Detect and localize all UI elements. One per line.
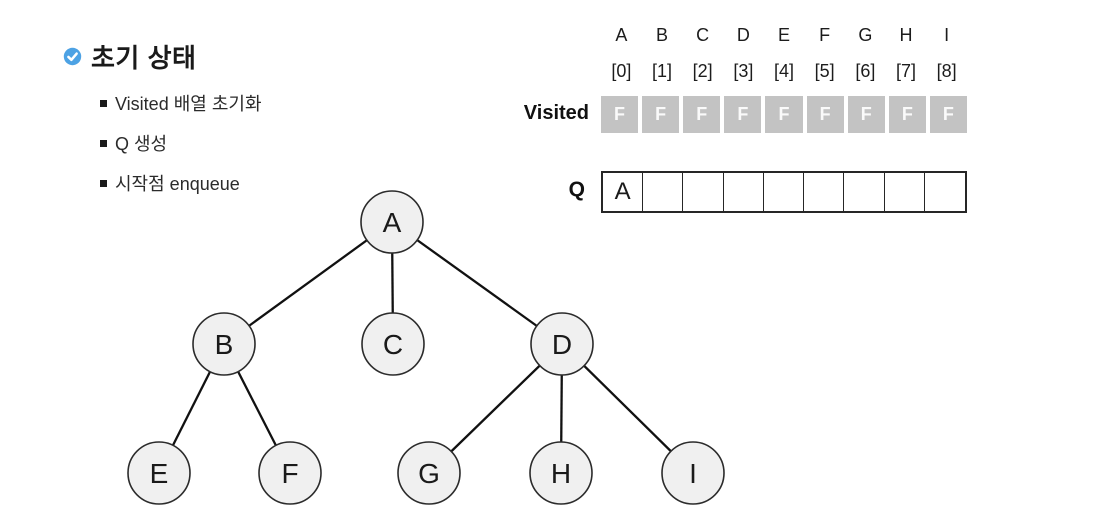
node-letter: F [819, 25, 831, 45]
array-index: [6] [855, 61, 876, 81]
tree-node-label: H [551, 458, 571, 489]
tree-node-g: G [397, 441, 461, 505]
tree-node-label: D [552, 329, 572, 360]
visited-cell: F [683, 96, 721, 133]
tree-node-label: I [689, 458, 697, 489]
visited-cell: F [642, 96, 680, 133]
queue-cell [643, 173, 684, 211]
tree-node-i: I [661, 441, 725, 505]
bullet-item: Q 생성 [100, 123, 262, 163]
queue-cell [724, 173, 764, 211]
array-index: [2] [692, 61, 713, 81]
tree-node-d: D [530, 312, 594, 376]
tree-node-label: B [215, 329, 234, 360]
node-letters-row: A B C D E F G H I [601, 25, 967, 45]
visited-cell: F [765, 96, 803, 133]
node-letter: G [858, 25, 873, 45]
queue-cell [683, 173, 724, 211]
visited-cell: F [601, 96, 639, 133]
tree-node-label: C [383, 329, 403, 360]
visited-cell: F [806, 96, 844, 133]
array-index: [4] [773, 61, 794, 81]
node-letter: A [615, 25, 628, 45]
node-letter: H [899, 25, 913, 45]
bullet-text: Visited 배열 초기화 [115, 94, 262, 114]
bullet-marker-icon [100, 179, 107, 187]
bullet-marker-icon [100, 139, 107, 147]
tree-node-circle [661, 441, 725, 505]
array-index: [1] [651, 61, 672, 81]
visited-cell: F [929, 96, 967, 133]
tree-node-label: G [418, 458, 440, 489]
tree-node-e: E [127, 441, 191, 505]
node-letter: B [655, 25, 668, 45]
section-title: 초기 상태 [91, 43, 197, 73]
section-header: 초기 상태 [63, 38, 196, 75]
tree-node-circle [361, 312, 425, 376]
tree-node-circle [397, 441, 461, 505]
visited-label: Visited [523, 102, 589, 124]
array-index: [7] [895, 61, 916, 81]
queue-cell [885, 173, 925, 211]
tree-node-circle [258, 441, 322, 505]
tree-node-h: H [529, 441, 593, 505]
visited-cell: F [724, 96, 762, 133]
tree-node-circle [192, 312, 256, 376]
check-mark [67, 52, 78, 62]
tree-edge-a-b [223, 221, 393, 345]
array-index: [3] [733, 61, 754, 81]
node-letter: E [777, 25, 790, 45]
queue-array: A [601, 171, 967, 213]
check-badge-circle [63, 47, 82, 66]
node-letter: D [736, 25, 750, 45]
tree-edge-a-d [391, 221, 563, 345]
queue-cell: A [603, 173, 644, 211]
visited-cell: F [847, 96, 885, 133]
array-index: [5] [814, 61, 835, 81]
bullet-item: 시작점 enqueue [100, 163, 262, 203]
tree-node-c: C [361, 312, 425, 376]
bullet-item: Visited 배열 초기화 [100, 83, 262, 123]
array-index: [8] [936, 61, 957, 81]
tree-node-label: E [150, 458, 169, 489]
tree-node-label: A [383, 207, 402, 238]
tree-node-a: A [360, 190, 424, 254]
bullet-marker-icon [100, 99, 107, 107]
queue-cell [764, 173, 805, 211]
tree-node-circle [127, 441, 191, 505]
array-index: [0] [611, 61, 632, 81]
tree-node-b: B [192, 312, 256, 376]
tree-node-circle [530, 312, 594, 376]
tree-node-label: F [281, 458, 298, 489]
visited-cell: F [888, 96, 926, 133]
queue-cell [804, 173, 845, 211]
queue-label: Q [568, 178, 585, 201]
node-letter: C [696, 25, 710, 45]
check-badge-icon [63, 47, 82, 66]
bullet-text: 시작점 enqueue [115, 174, 240, 194]
node-letter: I [944, 25, 950, 45]
queue-cell [844, 173, 885, 211]
array-indices-row: [0] [1] [2] [3] [4] [5] [6] [7] [8] [601, 61, 967, 81]
tree-node-circle [360, 190, 424, 254]
bullet-text: Q 생성 [115, 134, 168, 154]
tree-node-circle [529, 441, 593, 505]
tree-node-f: F [258, 441, 322, 505]
